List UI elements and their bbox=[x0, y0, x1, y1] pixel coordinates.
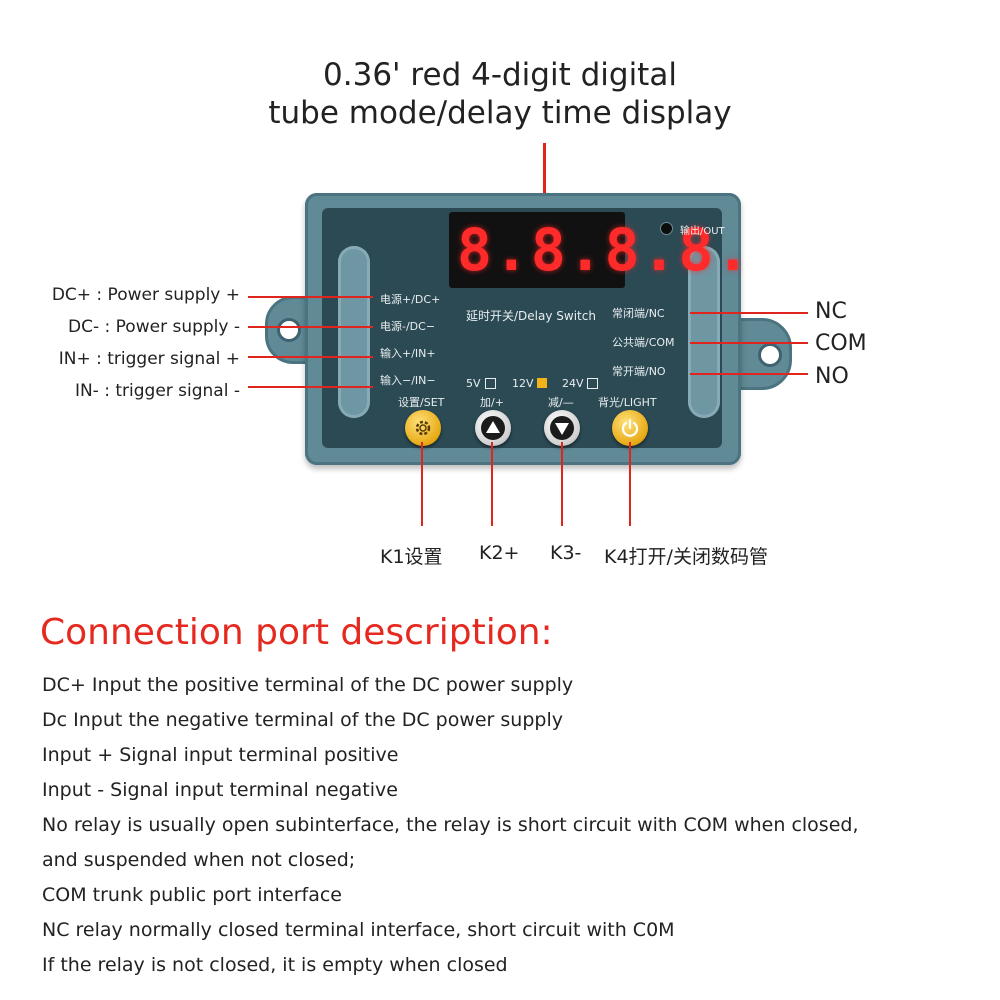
voltage-5v-label: 5V bbox=[466, 377, 481, 390]
triangle-down-icon bbox=[555, 423, 569, 435]
leader-in-minus bbox=[248, 386, 373, 388]
set-button-label: 设置/SET bbox=[398, 396, 445, 409]
desc-line-3: Input + Signal input terminal positive bbox=[42, 744, 399, 766]
left-terminal-slot bbox=[338, 246, 370, 418]
display-caption-line2: tube mode/delay time display bbox=[268, 95, 732, 131]
desc-line-4: Input - Signal input terminal negative bbox=[42, 779, 398, 801]
desc-line-5: No relay is usually open subinterface, t… bbox=[42, 814, 859, 836]
right-mounting-hole bbox=[758, 343, 782, 367]
pin-label-nc: 常闭端/NC bbox=[612, 307, 665, 320]
display-digits: 8.8.8.8. bbox=[457, 216, 753, 284]
pin-label-in-minus: 输入−/IN− bbox=[380, 374, 436, 387]
pin-label-no: 常开端/NO bbox=[612, 365, 666, 378]
voltage-12v-indicator bbox=[537, 378, 547, 388]
leader-nc bbox=[690, 312, 808, 314]
voltage-24v-indicator bbox=[587, 378, 598, 389]
leader-k3 bbox=[561, 442, 563, 526]
leader-k4 bbox=[629, 442, 631, 526]
label-nc: NC bbox=[815, 299, 847, 324]
pin-label-com: 公共端/COM bbox=[612, 336, 675, 349]
desc-line-9: If the relay is not closed, it is empty … bbox=[42, 954, 508, 976]
delay-switch-label: 延时开关/Delay Switch bbox=[466, 309, 596, 323]
section-title: Connection port description: bbox=[40, 612, 553, 653]
leader-in-plus bbox=[248, 356, 373, 358]
pin-label-dc-minus: 电源-/DC− bbox=[380, 320, 436, 333]
voltage-24v-label: 24V bbox=[562, 377, 584, 390]
label-com: COM bbox=[815, 331, 867, 356]
label-dc-plus: DC+ : Power supply + bbox=[51, 285, 240, 305]
leader-dc-plus bbox=[248, 296, 373, 298]
out-label: 输出/OUT bbox=[680, 226, 725, 237]
up-button[interactable] bbox=[475, 410, 511, 446]
key-label-k2: K2+ bbox=[479, 542, 520, 564]
left-mounting-hole bbox=[277, 318, 301, 342]
voltage-5v-indicator bbox=[485, 378, 496, 389]
light-button[interactable] bbox=[612, 410, 648, 446]
power-icon bbox=[621, 418, 639, 437]
leader-k2 bbox=[491, 442, 493, 526]
leader-k1 bbox=[421, 442, 423, 526]
desc-line-1: DC+ Input the positive terminal of the D… bbox=[42, 674, 574, 696]
display-caption-line1: 0.36' red 4-digit digital bbox=[323, 57, 677, 93]
label-dc-minus: DC- : Power supply - bbox=[68, 317, 240, 337]
up-button-label: 加/+ bbox=[480, 396, 504, 409]
desc-line-7: COM trunk public port interface bbox=[42, 884, 342, 906]
output-indicator-led bbox=[660, 222, 673, 235]
key-label-k4: K4打开/关闭数码管 bbox=[604, 546, 768, 568]
label-in-minus: IN- : trigger signal - bbox=[74, 381, 240, 401]
pin-label-dc-plus: 电源+/DC+ bbox=[380, 293, 441, 306]
gear-icon bbox=[415, 420, 431, 436]
key-label-k1: K1设置 bbox=[380, 546, 443, 568]
voltage-12v-label: 12V bbox=[512, 377, 534, 390]
four-digit-display: 8.8.8.8. bbox=[449, 212, 750, 288]
down-button[interactable] bbox=[544, 410, 580, 446]
label-in-plus: IN+ : trigger signal + bbox=[58, 349, 240, 369]
set-button[interactable] bbox=[405, 410, 441, 446]
leader-no bbox=[690, 373, 808, 375]
leader-dc-minus bbox=[248, 326, 373, 328]
desc-line-6: and suspended when not closed; bbox=[42, 849, 356, 871]
key-label-k3: K3- bbox=[550, 542, 582, 564]
display-pointer-line bbox=[543, 143, 546, 217]
right-terminal-slot bbox=[688, 246, 720, 418]
light-button-label: 背光/LIGHT bbox=[598, 396, 657, 409]
desc-line-2: Dc Input the negative terminal of the DC… bbox=[42, 709, 563, 731]
pin-label-in-plus: 输入+/IN+ bbox=[380, 347, 436, 360]
desc-line-8: NC relay normally closed terminal interf… bbox=[42, 919, 675, 941]
label-no: NO bbox=[815, 364, 849, 389]
down-button-label: 减/— bbox=[548, 396, 574, 409]
triangle-up-icon bbox=[486, 421, 500, 433]
leader-com bbox=[690, 342, 808, 344]
